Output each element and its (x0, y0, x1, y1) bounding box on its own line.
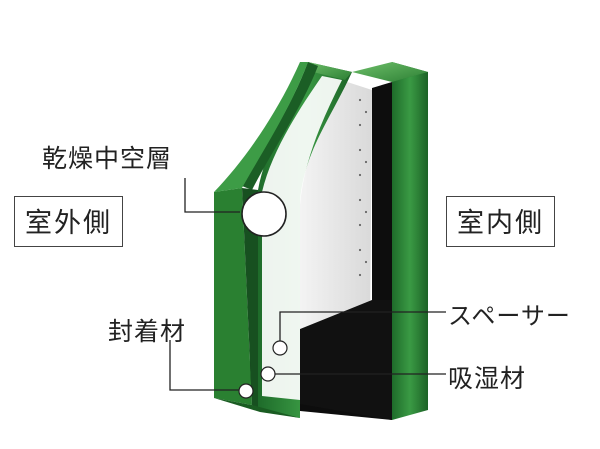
sealant-label: 封着材 (108, 317, 187, 346)
leader-lines (169, 178, 446, 391)
inside-label: 室内側 (446, 196, 555, 247)
outside-label: 室外側 (14, 196, 123, 247)
spacer-callout-dot (272, 340, 288, 356)
leader-sealant (169, 340, 244, 391)
desiccant-holes (358, 98, 368, 277)
sealant-callout-dot (238, 383, 254, 399)
desiccant-callout-dot (260, 366, 276, 382)
inner-glass-pane (352, 62, 428, 420)
clear-glass (262, 76, 342, 400)
spacer-label: スペーサー (448, 302, 571, 330)
desiccant-label: 吸湿材 (448, 364, 527, 393)
leader-air-layer (184, 178, 240, 213)
air-layer-callout-circle (241, 191, 287, 237)
leader-spacer (279, 311, 446, 346)
air-layer-label: 乾燥中空層 (42, 144, 173, 173)
